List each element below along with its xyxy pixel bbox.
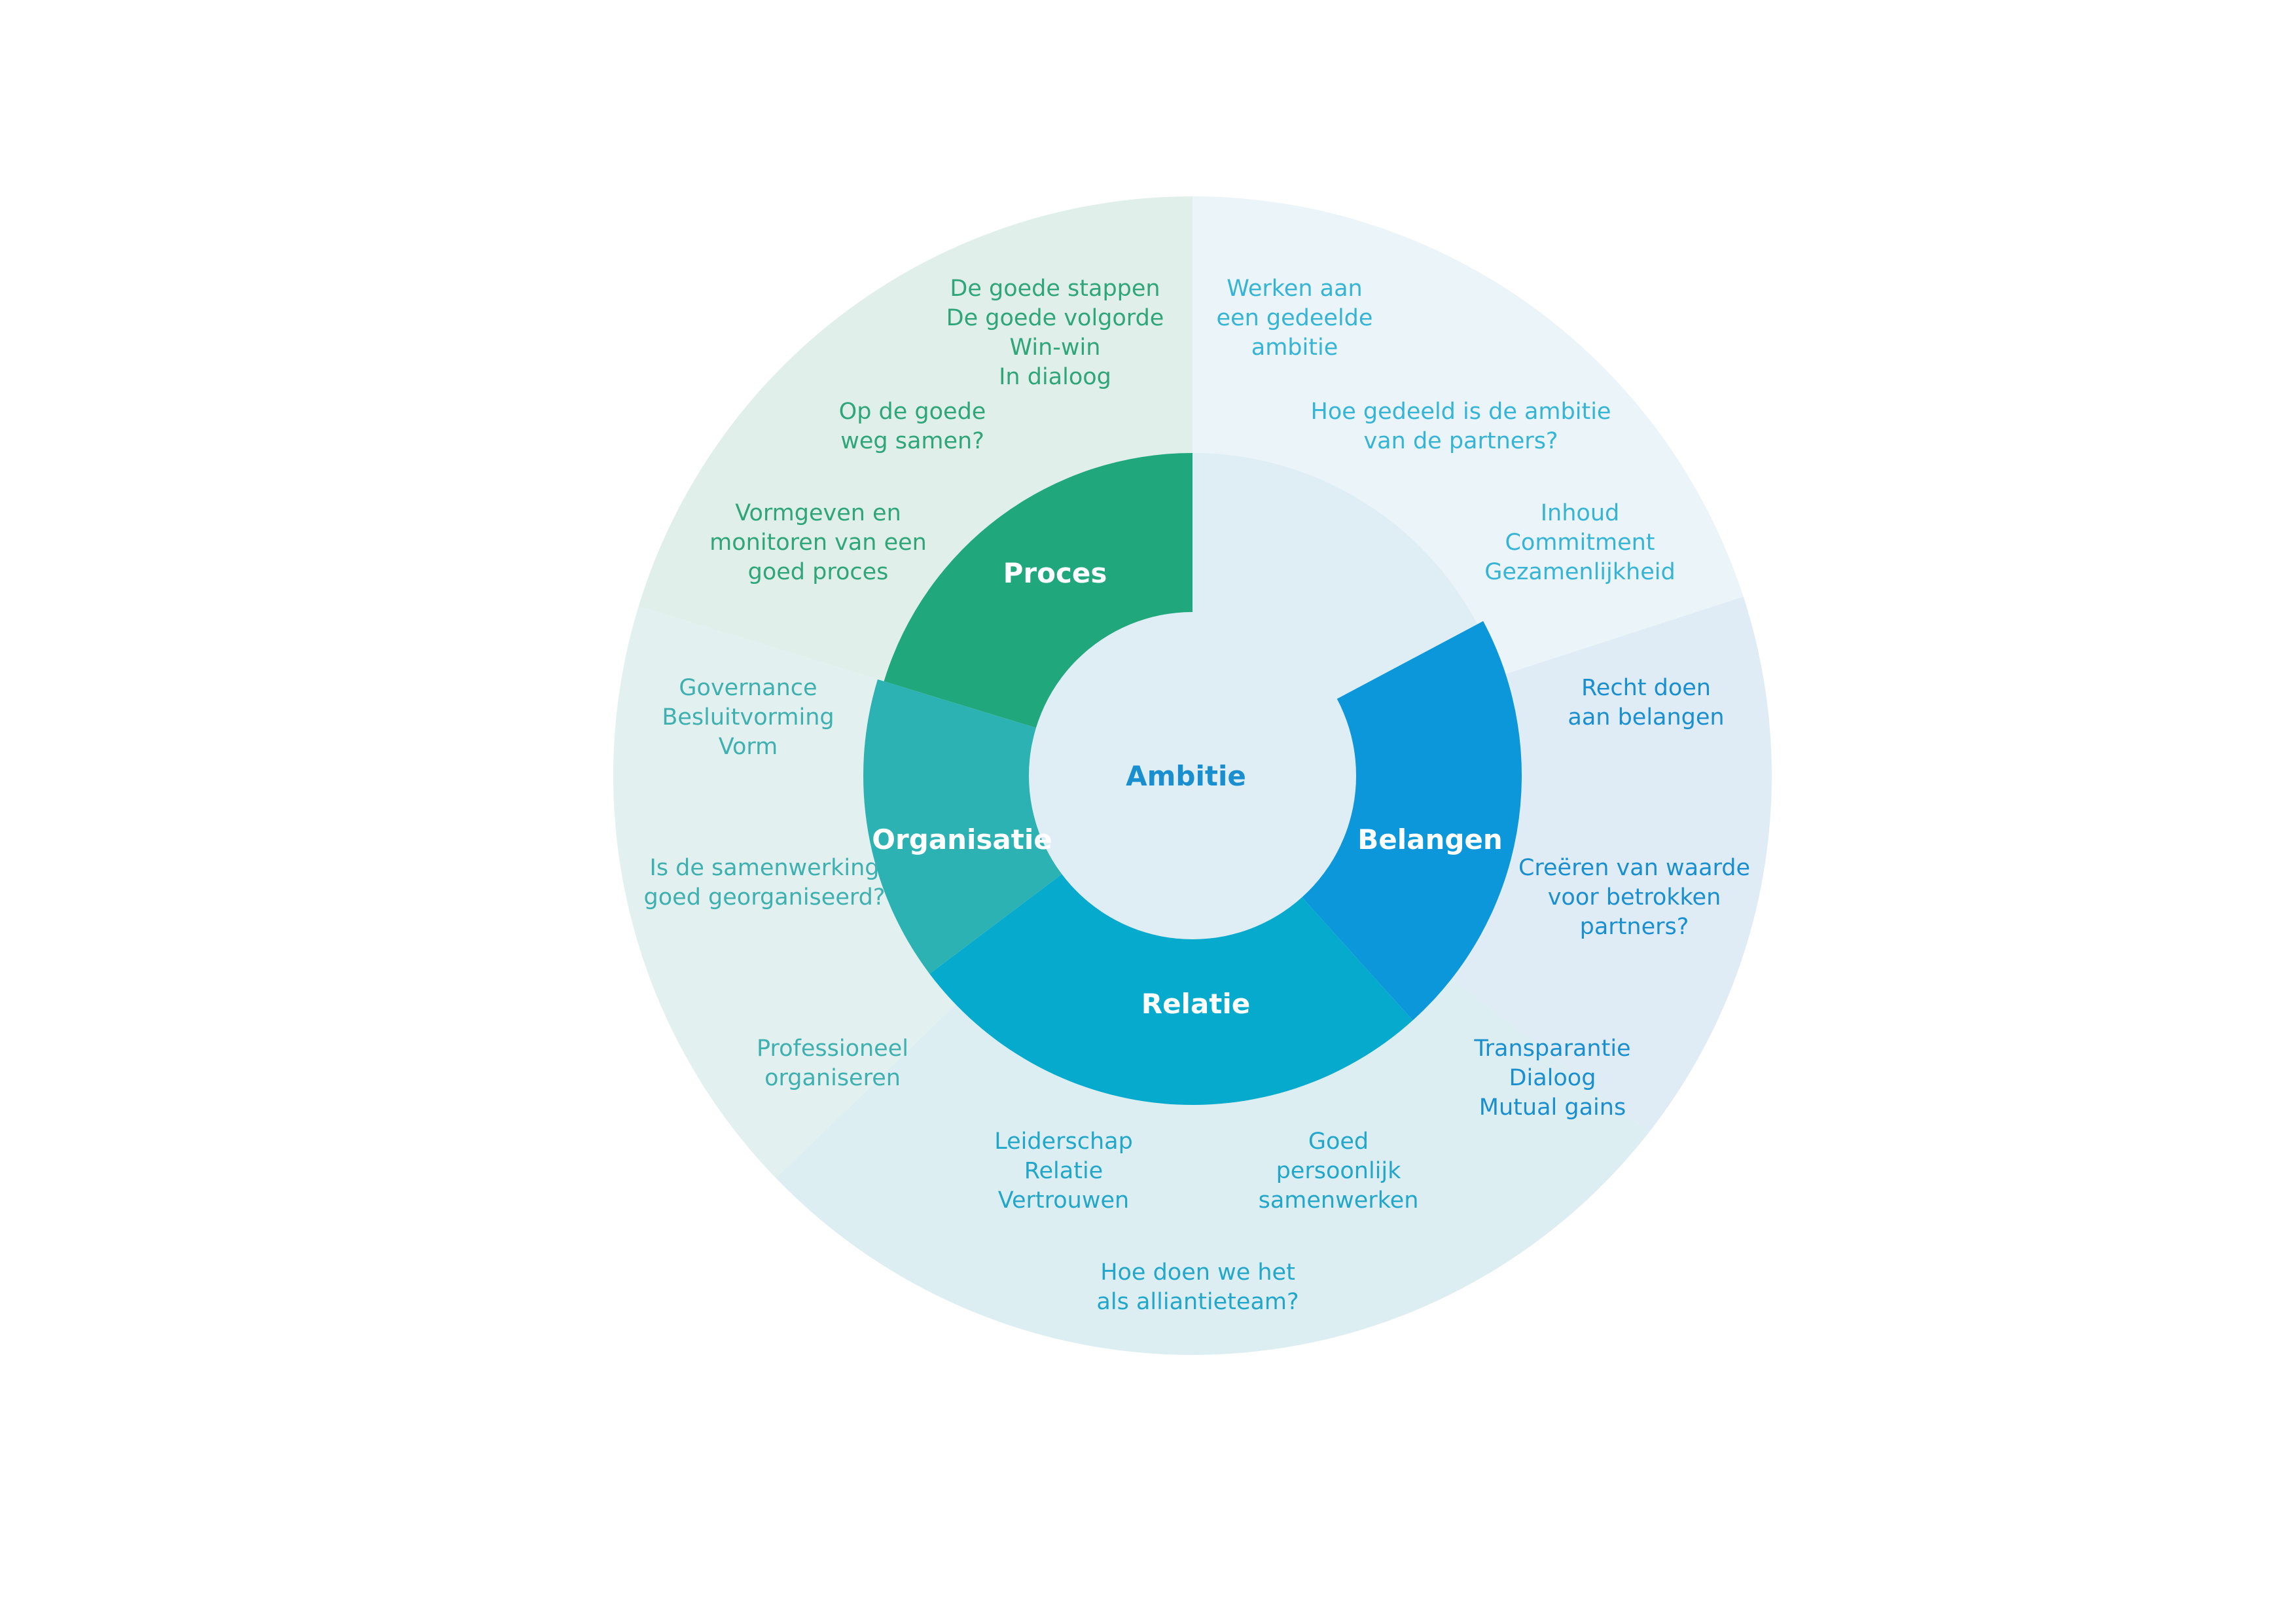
outer-text-ambitie-opgave: Werken aan een gedeelde ambitie xyxy=(1217,276,1373,361)
outer-text-line: Transparantie xyxy=(1473,1036,1630,1062)
segment-label-proces: Proces xyxy=(1003,557,1107,589)
outer-text-line: van de partners? xyxy=(1363,428,1558,454)
outer-text-line: Vorm xyxy=(719,734,778,760)
outer-text-line: Goed xyxy=(1308,1128,1369,1155)
outer-text-line: De goede volgorde xyxy=(946,305,1164,331)
center-hub xyxy=(1029,612,1356,939)
outer-text-line: voor betrokken xyxy=(1548,884,1721,911)
outer-text-line: Professioneel xyxy=(757,1036,908,1062)
ring-segment-relatie xyxy=(929,776,1413,1106)
outer-text-line: Inhoud xyxy=(1541,500,1620,526)
outer-text-proces-vraag: Op de goede weg samen? xyxy=(839,399,986,454)
outer-text-ambitie-vraag: Hoe gedeeld is de ambitie van de partners… xyxy=(1311,399,1611,454)
outer-text-line: Recht doen xyxy=(1581,675,1711,701)
outer-text-line: Commitment xyxy=(1505,530,1655,556)
outer-text-line: ambitie xyxy=(1251,334,1338,361)
outer-text-line: organiseren xyxy=(764,1065,901,1091)
outer-text-line: Leiderschap xyxy=(994,1128,1133,1155)
ring-segment-belangen xyxy=(1193,621,1522,1020)
center-label: Ambitie xyxy=(1126,760,1246,792)
segment-label-belangen: Belangen xyxy=(1357,823,1503,856)
outer-text-line: Win-win xyxy=(1010,334,1101,361)
outer-text-line: Gezamenlijkheid xyxy=(1484,559,1675,585)
outer-text-line: Hoe doen we het xyxy=(1100,1259,1295,1286)
outer-text-line: In dialoog xyxy=(999,364,1111,390)
outer-text-line: als alliantieteam? xyxy=(1096,1289,1299,1315)
outer-text-relatie-opgave: Goed persoonlijk samenwerken xyxy=(1259,1128,1419,1214)
outer-text-proces-opgave: Vormgeven en monitoren van een goed proces xyxy=(709,500,927,585)
outer-text-belangen-vraag: Creëren van waarde voor betrokken partners… xyxy=(1518,855,1750,940)
outer-text-line: Dialoog xyxy=(1509,1065,1596,1091)
outer-text-line: Op de goede xyxy=(839,399,986,425)
outer-text-line: Werken aan xyxy=(1227,276,1362,302)
outer-text-line: Vormgeven en xyxy=(735,500,901,526)
outer-text-line: Vertrouwen xyxy=(998,1187,1129,1214)
outer-text-relatie-vraag: Hoe doen we het als alliantieteam? xyxy=(1096,1259,1299,1315)
outer-text-line: Besluitvorming xyxy=(662,704,834,731)
outer-text-line: Mutual gains xyxy=(1479,1094,1626,1121)
outer-text-organisatie-vraag: Is de samenwerking goed georganiseerd? xyxy=(644,855,886,911)
outer-text-line: samenwerken xyxy=(1259,1187,1419,1214)
outer-text-line: Creëren van waarde xyxy=(1518,855,1750,881)
outer-text-belangen-opgave: Recht doen aan belangen xyxy=(1568,675,1724,731)
segment-label-relatie: Relatie xyxy=(1141,988,1251,1020)
outer-text-line: Governance xyxy=(679,675,817,701)
outer-text-line: partners? xyxy=(1580,914,1689,940)
outer-text-line: aan belangen xyxy=(1568,704,1724,731)
outer-text-line: Is de samenwerking xyxy=(650,855,880,881)
outer-text-line: goed proces xyxy=(748,559,889,585)
segment-label-organisatie: Organisatie xyxy=(872,823,1052,856)
outer-text-line: persoonlijk xyxy=(1276,1158,1402,1184)
outer-text-line: Hoe gedeeld is de ambitie xyxy=(1311,399,1611,425)
outer-text-line: weg samen? xyxy=(840,428,984,454)
outer-text-line: een gedeelde xyxy=(1217,305,1373,331)
outer-text-line: monitoren van een xyxy=(709,530,927,556)
outer-text-line: goed georganiseerd? xyxy=(644,884,886,911)
outer-text-organisatie-opgave: Professioneel organiseren xyxy=(757,1036,908,1091)
outer-text-line: Relatie xyxy=(1024,1158,1103,1184)
outer-text-line: De goede stappen xyxy=(950,276,1160,302)
